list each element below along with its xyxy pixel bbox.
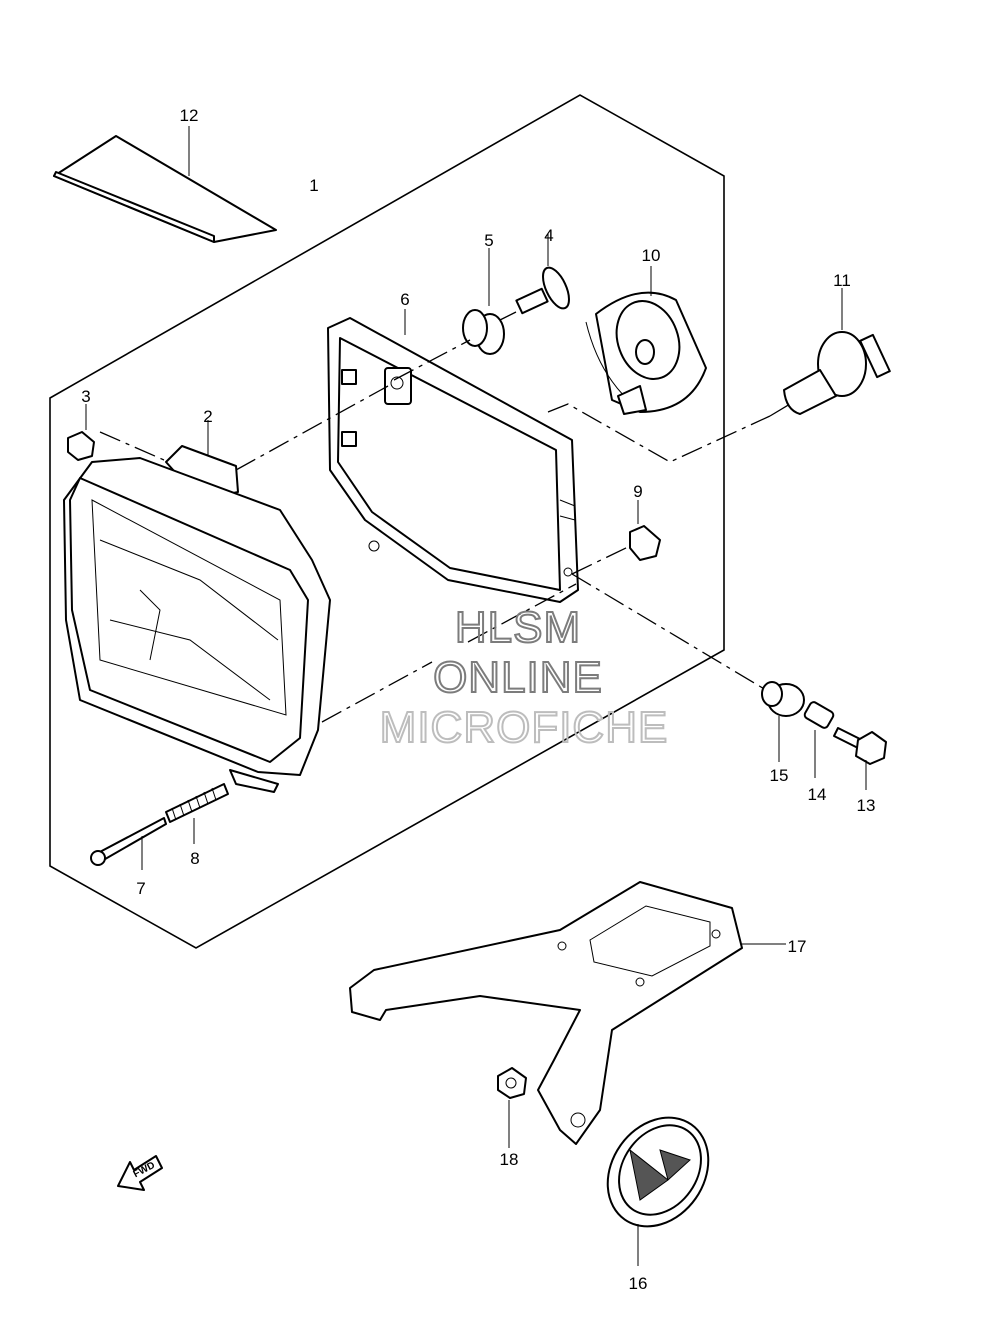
callout-3: 3 <box>81 387 90 406</box>
part-8-spring <box>165 783 229 844</box>
callout-5: 5 <box>484 231 493 250</box>
callout-10: 10 <box>642 246 661 265</box>
part-10-socket-cover <box>585 266 707 415</box>
watermark-line-2: ONLINE <box>433 653 603 702</box>
assembly-outline <box>49 94 725 949</box>
callout-4: 4 <box>544 226 553 245</box>
callout-12: 12 <box>180 106 199 125</box>
callout-labels: 12 1 4 5 10 11 6 3 2 9 15 14 13 8 7 17 1… <box>81 106 875 1293</box>
part-16-reflector <box>606 1116 710 1266</box>
part-7-long-screw <box>90 817 167 870</box>
callout-1: 1 <box>309 176 318 195</box>
callout-2: 2 <box>203 407 212 426</box>
part-13-bolt <box>833 727 887 790</box>
part-6-housing-frame <box>327 309 579 603</box>
callout-16: 16 <box>629 1274 648 1293</box>
watermark-line-3: MICROFICHE <box>380 703 669 752</box>
callout-13: 13 <box>857 796 876 815</box>
assembly-guide-lines <box>99 311 791 723</box>
part-11-bulb <box>783 288 891 415</box>
callout-14: 14 <box>808 785 827 804</box>
part-17-bracket <box>349 881 786 1145</box>
part-15-grommet <box>761 681 805 762</box>
callout-18: 18 <box>500 1150 519 1169</box>
part-4-screw <box>515 234 570 315</box>
part-3-nut <box>67 404 95 461</box>
part-9-clip-nut <box>629 500 661 561</box>
callout-8: 8 <box>190 849 199 868</box>
part-5-grommet <box>462 248 505 355</box>
part-12-label-plate <box>53 126 277 243</box>
callout-6: 6 <box>400 290 409 309</box>
part-14-collar <box>803 701 835 778</box>
callout-15: 15 <box>770 766 789 785</box>
callout-9: 9 <box>633 482 642 501</box>
watermark: HLSM ONLINE MICROFICHE <box>379 602 669 753</box>
watermark-line-1: HLSM <box>455 603 581 652</box>
part-18-nut <box>497 1067 527 1148</box>
callout-11: 11 <box>833 271 851 290</box>
callout-17: 17 <box>788 937 807 956</box>
part-2-headlight-unit <box>63 420 331 793</box>
forward-direction-arrow: FWD <box>117 1155 163 1191</box>
callout-7: 7 <box>136 879 145 898</box>
